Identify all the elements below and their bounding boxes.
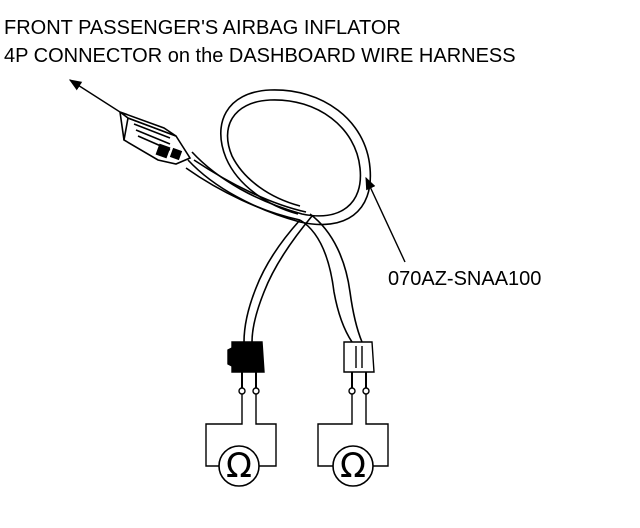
left-test-connector: [227, 341, 265, 395]
caption-line-1: FRONT PASSENGER'S AIRBAG INFLATOR: [4, 17, 401, 39]
part-leader-arrow: [365, 176, 406, 263]
right-ohm-symbol: Ω: [340, 446, 366, 486]
right-test-connector: [343, 341, 375, 395]
left-meter-leads: [205, 394, 277, 467]
part-number-label: 070AZ-SNAA100: [388, 268, 542, 290]
harness-branches: [185, 159, 363, 343]
harness-loop: [187, 89, 372, 226]
left-ohm-symbol: Ω: [226, 446, 252, 486]
left-ohmmeter: [218, 445, 260, 487]
right-ohmmeter: [332, 445, 374, 487]
caption-leader-arrow: [68, 79, 121, 113]
caption-line-2: 4P CONNECTOR on the DASHBOARD WIRE HARNE…: [4, 45, 516, 67]
right-meter-leads: [317, 394, 389, 467]
4p-connector: [119, 111, 192, 165]
